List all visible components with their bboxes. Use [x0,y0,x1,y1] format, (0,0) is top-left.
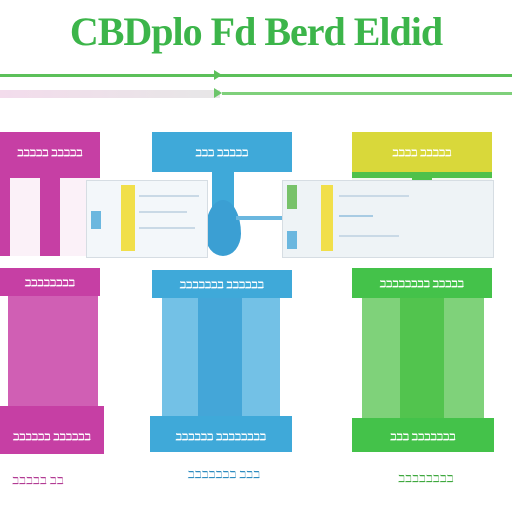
pink-band [0,268,100,296]
inset-right-line-1 [339,195,409,197]
green-band [352,268,492,298]
inset-right-line-2 [339,215,373,217]
pink-stem [8,296,98,406]
blue-band [152,270,292,298]
rule-arrow-right-icon [214,88,222,98]
inset-left-line-3 [139,227,195,229]
green-foot [352,418,494,452]
blue-band-label: ℶℶℶℶℶℶℶ ℶℶℶℶℶℶ [179,280,265,290]
inset-connector [236,216,282,220]
inset-right-line-3 [339,235,399,237]
header-rule-pink [0,90,220,98]
blue-stem-right [242,298,280,416]
pink-caption: ℶℶℶℶℶ ℶℶ [12,476,64,487]
blue-foot-label: ℶℶℶℶℶℶ ℶℶℶℶℶℶℶℶ [175,432,267,442]
green-stem-right [444,298,484,418]
blue-top-neck [212,172,234,208]
green-stem-left [362,298,400,418]
inset-right-chip-blue [287,231,297,249]
pink-cap-label: ℶℶℶℶℶ ℶℶℶℶℶ [17,148,83,158]
inset-right-chip-green [287,185,297,209]
inset-left-chip-yellow [121,185,135,251]
green-stem [400,298,444,418]
inset-left-line-2 [139,211,187,213]
green-cap-label: ℶℶℶℶ ℶℶℶℶℶ [392,148,452,158]
green-band-label: ℶℶℶℶℶℶℶℶ ℶℶℶℶℶ [379,279,465,289]
blue-foot [150,416,292,452]
green-cap [352,132,492,172]
pink-top-notch [10,178,40,256]
header-rule-green [0,74,512,77]
pink-band-label: ℶℶℶℶℶℶℶℶ [24,278,76,288]
green-caption: ℶℶℶℶℶℶℶℶ [398,474,454,485]
blue-cap [152,132,292,172]
pink-cap [0,132,100,172]
blue-cap-label: ℶℶℶ ℶℶℶℶℶ [195,148,249,158]
pink-foot [0,406,104,454]
inset-left-chip-blue [91,211,101,229]
pink-foot-label: ℶℶℶℶℶℶ ℶℶℶℶℶℶ [13,432,91,442]
inset-panel-left [86,180,208,258]
header-rule-green-2 [222,92,512,95]
diagram-title: CBDplo Fd Berd Eldid [69,9,443,54]
inset-left-line-1 [139,195,199,197]
inset-right-chip-yellow [321,185,333,251]
blue-stem-left [162,298,198,416]
inset-panel-right [282,180,494,258]
blue-caption: ℶℶℶℶℶℶℶ ℶℶℶ [187,470,261,481]
blue-stem [198,298,242,416]
rule-arrow-left-icon [214,70,222,80]
blue-drop-icon [205,200,241,256]
green-foot-label: ℶℶℶ ℶℶℶℶℶℶℶ [390,432,456,442]
